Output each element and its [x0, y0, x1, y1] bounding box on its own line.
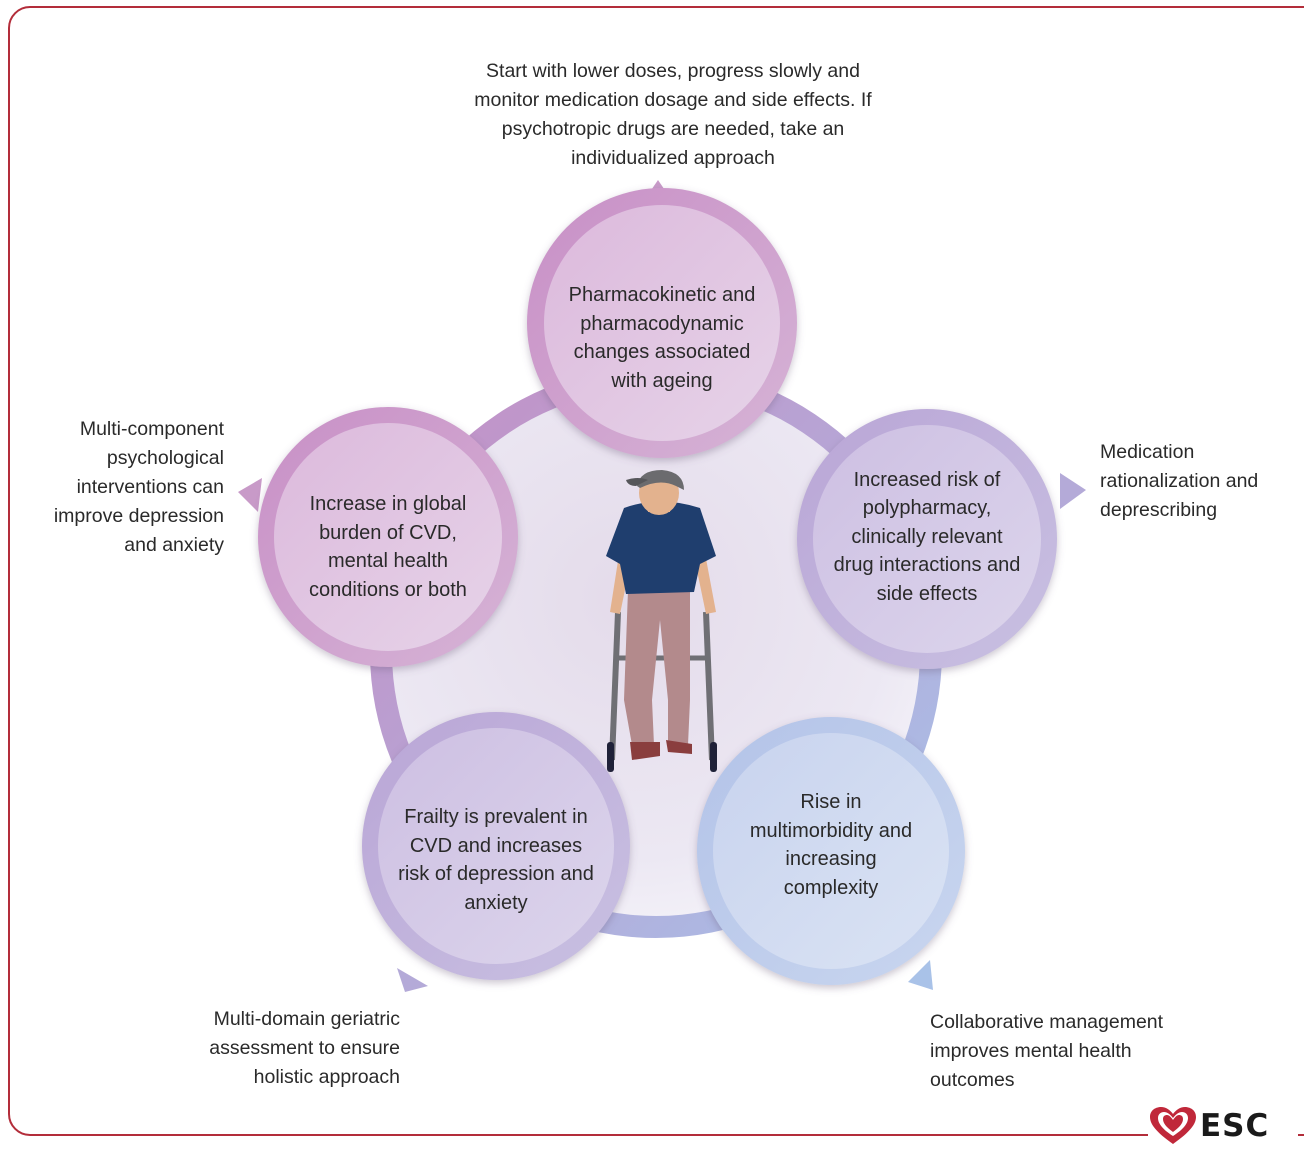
outer-text-top: Start with lower doses, progress slowly … [474, 60, 872, 169]
node-left-inner [274, 423, 502, 651]
arrow-bottom-right-icon [908, 960, 933, 990]
node-top-text: Pharmacokinetic and pharmacodynamic chan… [568, 284, 756, 392]
node-top-inner [544, 205, 780, 441]
node-bottom-left-text: Frailty is prevalent in CVD and increase… [398, 806, 594, 914]
esc-heart-icon [1150, 1107, 1196, 1144]
node-bottom-left-inner [378, 728, 614, 964]
arrow-right-icon [1060, 473, 1086, 509]
elderly-man-with-walker-illustration [606, 470, 717, 772]
arrow-bottom-left-icon [397, 968, 428, 992]
outer-frame [8, 6, 1304, 1136]
outer-text-left: Multi-component psychological interventi… [53, 418, 224, 556]
node-left-text: Increase in global burden of CVD, mental… [309, 493, 467, 601]
node-right-text: Increased risk of polypharmacy, clinical… [833, 468, 1021, 605]
node-bottom-right-text: Rise in multimorbidity and increasing co… [749, 791, 913, 899]
outer-text-right: Medication rationalization and deprescri… [1100, 441, 1259, 521]
esc-logo-text: ESC [1200, 1108, 1270, 1144]
outer-text-bottom-left: Multi-domain geriatric assessment to ens… [209, 1008, 400, 1088]
esc-logo: ESC [1148, 1106, 1298, 1146]
node-right-inner [813, 425, 1041, 653]
node-bottom-right-inner [713, 733, 949, 969]
arrow-left-icon [238, 478, 262, 512]
outer-text-bottom-right: Collaborative management improves mental… [930, 1011, 1164, 1091]
